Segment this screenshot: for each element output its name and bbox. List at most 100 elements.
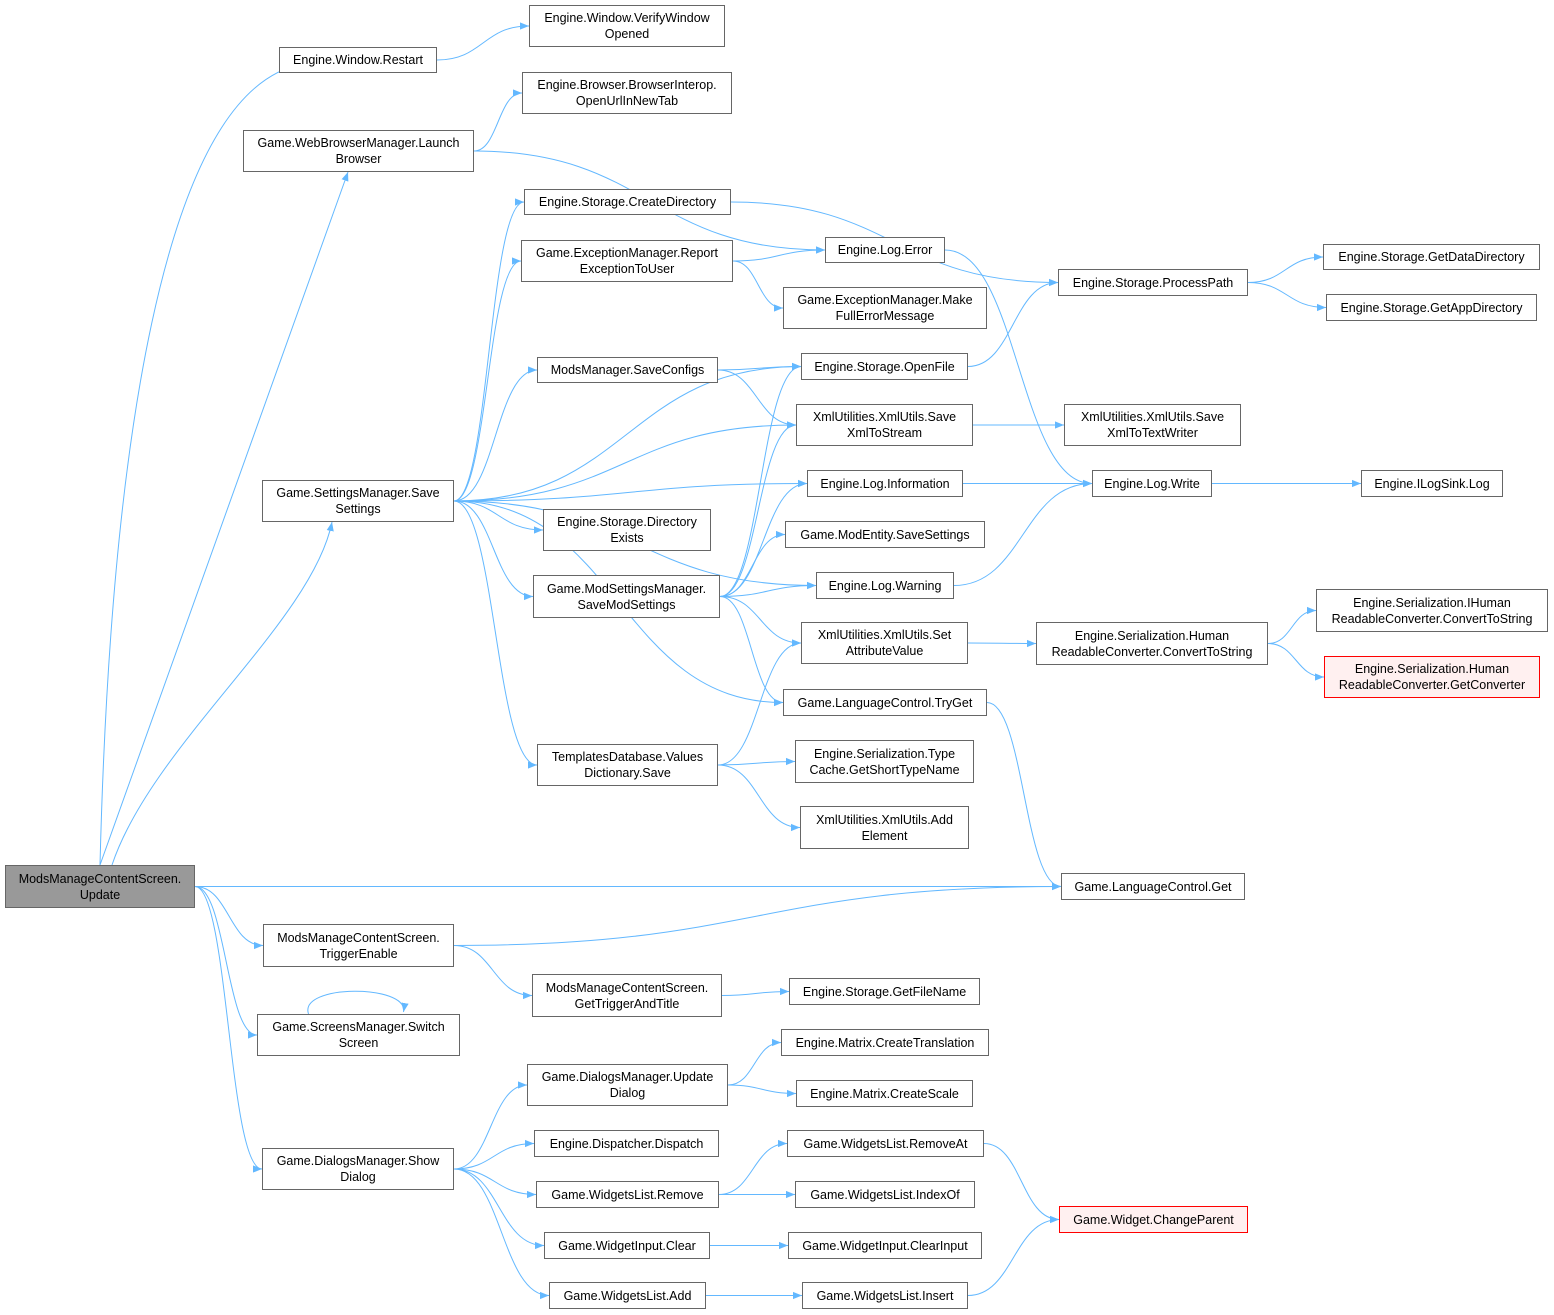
node-game-languagecontrol-tryget[interactable]: Game.LanguageControl.TryGet <box>783 689 987 716</box>
node-game-widgetslist-removeat[interactable]: Game.WidgetsList.RemoveAt <box>787 1130 984 1157</box>
node-engine-storage-createdirectory[interactable]: Engine.Storage.CreateDirectory <box>524 189 731 215</box>
node-engine-storage-getfilename[interactable]: Engine.Storage.GetFileName <box>789 978 980 1005</box>
edge-n7-to-n18 <box>944 249 1093 488</box>
node-label-line: Dialog <box>340 1170 376 1184</box>
node-game-modentity-savesettings[interactable]: Game.ModEntity.SaveSettings <box>785 521 985 548</box>
node-label-line: Engine.Log.Information <box>820 476 950 491</box>
node-label-line: Engine.Matrix.CreateScale <box>810 1086 959 1101</box>
node-label-line: Browser <box>335 152 382 166</box>
node-label-line: Engine.Storage.Directory <box>557 515 697 529</box>
node-engine-storage-processpath[interactable]: Engine.Storage.ProcessPath <box>1058 269 1248 296</box>
edge-n0-to-n1 <box>99 61 305 866</box>
node-label-line: Engine.Storage.OpenFile <box>814 359 955 374</box>
edge-n49-to-n45 <box>967 1215 1060 1296</box>
node-engine-log-information[interactable]: Engine.Log.Information <box>807 470 963 497</box>
node-engine-log-write[interactable]: Engine.Log.Write <box>1092 470 1212 497</box>
node-label-line: Engine.Storage.GetDataDirectory <box>1338 250 1525 264</box>
edge-n6-to-n7 <box>732 246 826 262</box>
edge-n22-to-n13 <box>719 362 802 597</box>
node-label-line: Opened <box>604 27 650 41</box>
node-label-line: Engine.Matrix.CreateTranslation <box>795 1035 975 1050</box>
node-label-line: Settings <box>335 502 381 516</box>
edge-n42-to-n46 <box>453 1168 545 1250</box>
node-engine-dispatcher-dispatch[interactable]: Engine.Dispatcher.Dispatch <box>534 1130 719 1157</box>
node-label-line: Game.WidgetsList.Insert <box>816 1288 954 1303</box>
node-engine-storage-openfile[interactable]: Engine.Storage.OpenFile <box>801 353 968 380</box>
node-label-line: XmlUtilities.XmlUtils.Add <box>816 812 953 827</box>
edge-n16-to-n22 <box>453 500 534 601</box>
node-modsmanagecontentscreen-triggerenable[interactable]: ModsManageContentScreen.TriggerEnable <box>263 924 454 967</box>
node-engine-ilogsink-log[interactable]: Engine.ILogSink.Log <box>1361 470 1503 497</box>
node-game-widgetslist-add[interactable]: Game.WidgetsList.Add <box>549 1282 706 1309</box>
node-game-widgetslist-indexof[interactable]: Game.WidgetsList.IndexOf <box>795 1181 975 1208</box>
node-engine-log-warning[interactable]: Engine.Log.Warning <box>816 572 954 599</box>
node-engine-window-restart[interactable]: Engine.Window.Restart <box>279 47 437 73</box>
node-label-line: Game.LanguageControl.Get <box>1074 879 1232 894</box>
node-engine-browser-browserinterop-openurlinnewtab[interactable]: Engine.Browser.BrowserInterop.OpenUrlInN… <box>522 72 732 114</box>
node-label-line: Update <box>79 887 121 902</box>
node-label-line: Game.WidgetsList.RemoveAt <box>803 1136 968 1151</box>
edge-n0-to-n36 <box>194 886 258 1039</box>
node-engine-storage-getappdirectory[interactable]: Engine.Storage.GetAppDirectory <box>1326 294 1537 321</box>
edge-n33-to-n34 <box>453 945 533 1000</box>
node-game-languagecontrol-get[interactable]: Game.LanguageControl.Get <box>1061 873 1245 900</box>
node-engine-storage-getdatadirectory[interactable]: Engine.Storage.GetDataDirectory <box>1323 244 1540 270</box>
node-game-widgetinput-clear[interactable]: Game.WidgetInput.Clear <box>544 1232 710 1259</box>
node-engine-matrix-createscale[interactable]: Engine.Matrix.CreateScale <box>796 1080 973 1107</box>
edge-n23-to-n18 <box>953 479 1093 586</box>
node-game-widgetslist-remove[interactable]: Game.WidgetsList.Remove <box>536 1181 719 1208</box>
edge-n42-to-n43 <box>453 1168 537 1199</box>
node-label-line: Game.WidgetsList.IndexOf <box>810 1187 960 1202</box>
node-label-line: Game.WidgetsList.Add <box>563 1288 692 1303</box>
node-label-line: Engine.Storage.ProcessPath <box>1072 275 1234 290</box>
node-label-line: Engine.Dispatcher.Dispatch <box>549 1136 704 1151</box>
node-label-line: ReadableConverter.ConvertToString <box>1051 644 1253 659</box>
node-label-line: Game.Widget.ChangeParent <box>1073 1212 1234 1227</box>
node-label-line: Screen <box>338 1036 379 1050</box>
node-label-line: Dictionary.Save <box>584 766 671 780</box>
node-label-line: XmlUtilities.XmlUtils.Set <box>817 628 952 642</box>
node-label-line: Engine.Log.Write <box>1104 476 1200 491</box>
node-label-line: SaveModSettings <box>577 597 676 612</box>
edge-n16-to-n17 <box>453 479 808 502</box>
node-game-widget-changeparent[interactable]: Game.Widget.ChangeParent <box>1059 1206 1248 1233</box>
node-label-line: XmlUtilities.XmlUtils.Save <box>812 410 957 424</box>
node-modsmanager-saveconfigs[interactable]: ModsManager.SaveConfigs <box>537 357 718 383</box>
node-label-line: ExceptionToUser <box>579 262 675 276</box>
node-label-line: ReadableConverter.GetConverter <box>1338 678 1526 692</box>
node-label-line: GetTriggerAndTitle <box>574 996 680 1011</box>
node-engine-log-error[interactable]: Engine.Log.Error <box>825 237 945 263</box>
edge-n22-to-n24 <box>719 596 802 647</box>
node-label-line: Game.ExceptionManager.Report <box>535 246 719 260</box>
node-game-widgetinput-clearinput[interactable]: Game.WidgetInput.ClearInput <box>788 1232 982 1259</box>
node-label-line: ModsManageContentScreen. <box>277 930 440 945</box>
node-modsmanagecontentscreen-update[interactable]: ModsManageContentScreen.Update <box>5 865 195 908</box>
node-engine-matrix-createtranslation[interactable]: Engine.Matrix.CreateTranslation <box>781 1029 989 1056</box>
node-label-line: OpenUrlInNewTab <box>575 94 679 108</box>
node-game-widgetslist-insert[interactable]: Game.WidgetsList.Insert <box>802 1282 968 1309</box>
node-game-modsettingsmanager-savemodsettings[interactable]: Game.ModSettingsManager.SaveModSettings <box>533 575 720 618</box>
node-label-line: Dialog <box>609 1086 646 1100</box>
edge-n28-to-n32 <box>986 702 1062 891</box>
node-label-line: XmlToTextWriter <box>1107 426 1198 440</box>
node-modsmanagecontentscreen-gettriggerandtitle[interactable]: ModsManageContentScreen.GetTriggerAndTit… <box>532 974 722 1017</box>
